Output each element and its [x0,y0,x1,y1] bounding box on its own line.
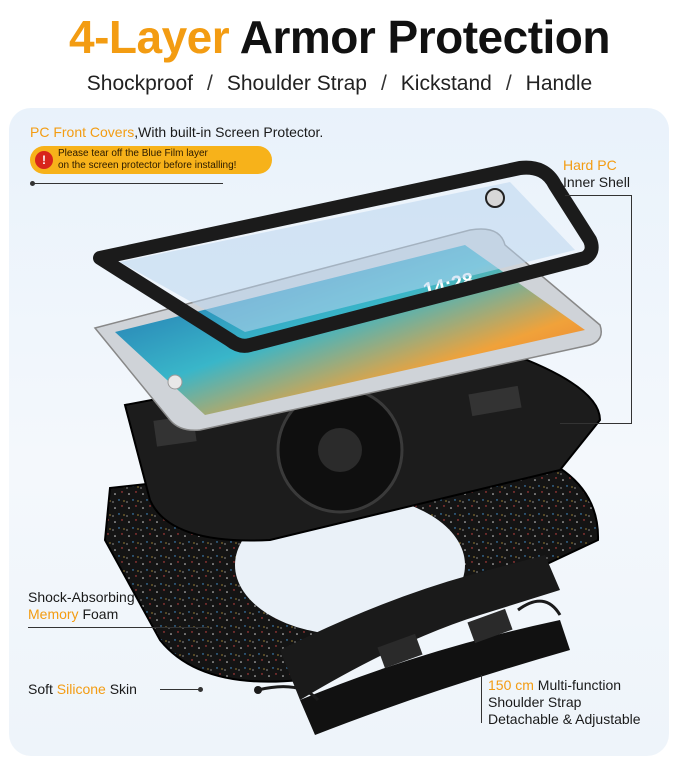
warning-banner: ! Please tear off the Blue Film layer on… [30,146,272,174]
feature-separator: / [505,72,512,95]
warning-text: Please tear off the Blue Film layer on t… [58,148,236,172]
headline: 4-Layer Armor Protection [0,14,679,60]
silicone-pre: Soft [28,681,57,697]
warning-line-1: Please tear off the Blue Film layer [58,148,208,159]
callout-inner-shell: Hard PC Inner Shell [563,157,630,191]
callout-front-cover: PC Front Covers,With built-in Screen Pro… [30,124,323,141]
strap-pointer-line [481,675,482,723]
strap-text: Multi-function [533,677,622,693]
strap-line-3: Detachable & Adjustable [488,711,641,727]
foam-line-1: Shock-Absorbing [28,589,135,605]
feature-separator: / [380,72,387,95]
silicone-text: Skin [105,681,137,697]
front-cover-text: ,With built-in Screen Protector. [134,124,324,140]
inner-shell-accent: Hard PC [563,157,617,173]
strap-line-2: Shoulder Strap [488,694,582,710]
foam-pointer-line [28,627,208,628]
silicone-pointer-line [160,689,200,690]
headline-rest: Armor Protection [239,11,611,63]
silicone-pointer-dot [198,687,203,692]
inner-shell-pointer-top [565,195,631,196]
strap-accent: 150 cm [488,677,534,693]
front-cover-pointer-line [33,183,223,184]
feature-list: Shockproof / Shoulder Strap / Kickstand / Hand… [0,72,679,96]
front-cover [93,160,599,353]
callout-memory-foam: Shock-Absorbing Memory Foam [28,589,135,623]
warning-line-2: on the screen protector before installin… [58,160,237,171]
feature-shockproof: Shockproof [86,72,193,95]
inner-shell-pointer-bottom [560,423,632,424]
foam-accent: Memory [28,606,79,622]
foam-text: Foam [78,606,119,622]
feature-handle: Handle [525,72,593,95]
front-cover-accent: PC Front Covers [30,124,135,140]
exclamation-icon: ! [35,151,53,169]
silicone-accent: Silicone [56,681,106,697]
headline-accent: 4-Layer [69,11,230,63]
callout-shoulder-strap: 150 cm Multi-function Shoulder Strap Det… [488,677,641,728]
inner-shell-pointer-vertical [631,195,632,423]
inner-shell-text: Inner Shell [563,174,630,190]
callout-silicone-skin: Soft Silicone Skin [28,681,137,698]
shoulder-strap [254,555,570,735]
feature-separator: / [207,72,213,95]
feature-shoulder-strap: Shoulder Strap [226,72,367,95]
feature-kickstand: Kickstand [400,72,492,95]
front-cover-pointer-dot [30,181,35,186]
